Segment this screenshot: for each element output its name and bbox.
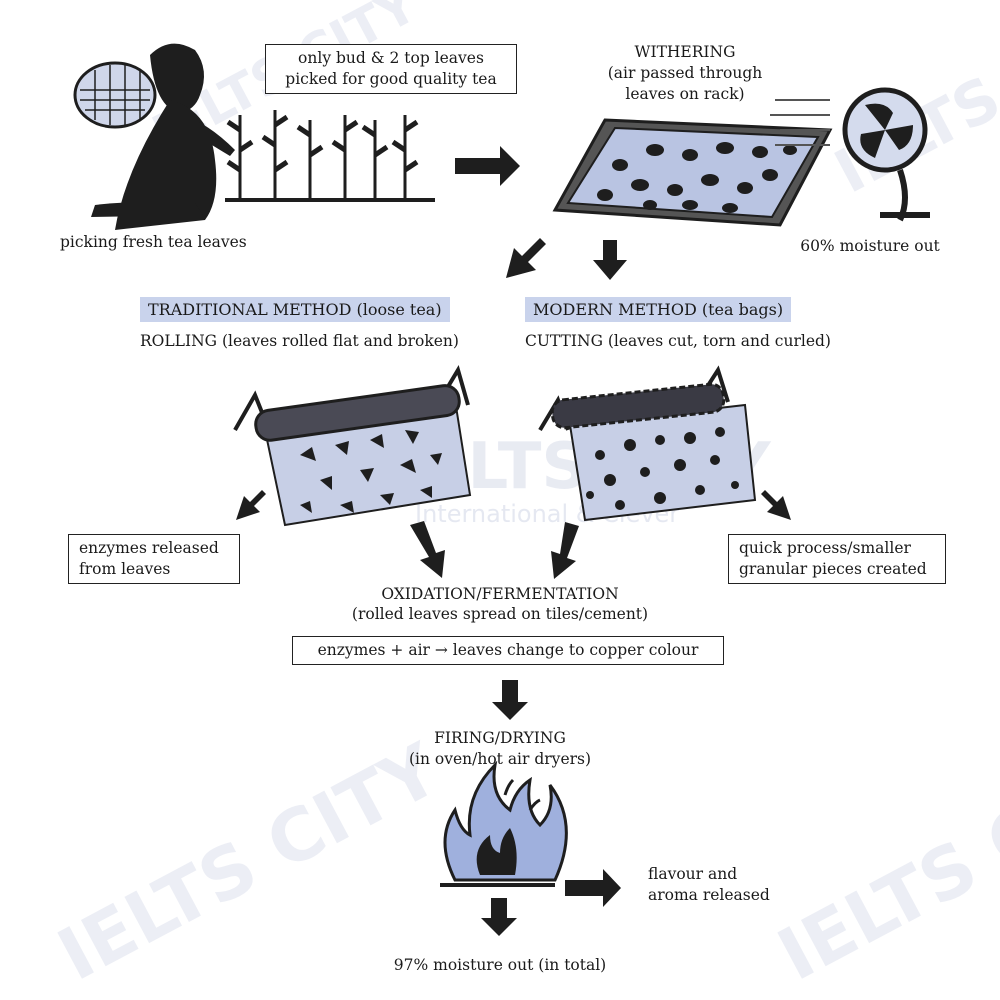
flavour-note: flavour and aroma released (648, 865, 770, 904)
fire-illustration (440, 760, 568, 887)
withering-desc: (air passed through leaves on rack) (607, 64, 763, 103)
pick-note-box: only bud & 2 top leaves picked for good … (265, 44, 517, 94)
tea-bushes (225, 110, 435, 202)
picker-figure (73, 43, 235, 230)
traditional-step: ROLLING (leaves rolled flat and broken) (140, 332, 459, 350)
arrow-to-firing (492, 680, 528, 720)
arrow-to-modern (593, 240, 627, 280)
oxidation-desc: (rolled leaves spread on tiles/cement) (351, 605, 649, 623)
withering-rack (552, 118, 833, 227)
rolling-tray (233, 365, 472, 527)
arrow-cutting-to-oxidation (551, 522, 579, 579)
arrow-pick-to-withering (455, 146, 520, 186)
fan (770, 87, 930, 222)
arrow-to-traditional (506, 238, 546, 278)
arrow-to-flavour (565, 869, 621, 907)
modern-step: CUTTING (leaves cut, torn and curled) (525, 332, 831, 350)
arrow-rolling-to-oxidation (410, 521, 445, 578)
pick-caption: picking fresh tea leaves (60, 233, 247, 251)
quick-process-note-box: quick process/smaller granular pieces cr… (728, 534, 946, 584)
traditional-title: TRADITIONAL METHOD (loose tea) (140, 297, 450, 322)
withering-title: WITHERING (634, 43, 736, 61)
arrow-to-quick-note (761, 490, 791, 520)
firing-desc: (in oven/hot air dryers) (408, 750, 592, 768)
moisture-total: 97% moisture out (in total) (393, 956, 607, 974)
cutting-tray (538, 365, 757, 522)
firing-title: FIRING/DRYING (434, 729, 566, 747)
modern-title: MODERN METHOD (tea bags) (525, 297, 792, 322)
oxidation-title: OXIDATION/FERMENTATION (381, 585, 619, 603)
withering-moisture: 60% moisture out (800, 237, 940, 255)
oxidation-formula-box: enzymes + air → leaves change to copper … (292, 636, 724, 665)
arrow-to-moisture-total (481, 898, 517, 936)
enzymes-note-box: enzymes released from leaves (68, 534, 240, 584)
arrow-to-enzymes-note (236, 490, 266, 520)
